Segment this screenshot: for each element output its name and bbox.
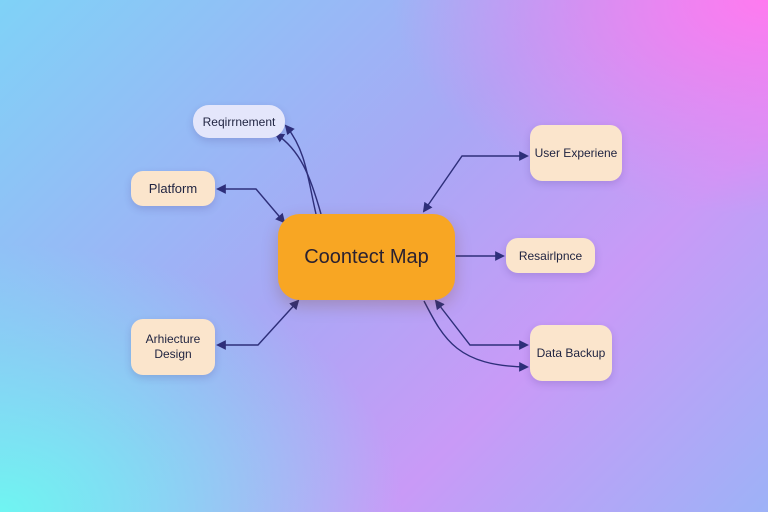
center-node: Coontect Map: [278, 214, 455, 300]
node-platform: Platform: [131, 171, 215, 206]
node-resilience: Resairlpnce: [506, 238, 595, 273]
node-resilience-label: Resairlpnce: [518, 248, 583, 263]
node-user-experience: User Experiene: [530, 125, 622, 181]
node-data-backup-label: Data Backup: [536, 346, 606, 360]
node-platform-label: Platform: [148, 181, 198, 196]
edge-requirement-b: [284, 124, 317, 215]
node-user-experience-label: User Experiene: [534, 146, 618, 160]
node-data-backup: Data Backup: [530, 325, 612, 381]
node-architecture-line1: Arhiecture: [145, 332, 201, 346]
edge-data-backup-a: [434, 299, 529, 350]
edge-requirement-a: [274, 132, 322, 215]
edge-user-experience: [422, 151, 529, 213]
node-architecture-design: Arhiecture Design: [131, 319, 215, 375]
center-node-label: Coontect Map: [304, 245, 429, 268]
edge-data-backup-b: [423, 300, 529, 372]
node-requirement: Reqirrnement: [193, 105, 285, 138]
edge-platform: [216, 184, 286, 224]
edge-architecture: [216, 299, 300, 350]
node-requirement-label: Reqirrnement: [202, 114, 276, 129]
node-architecture-line2: Design: [154, 347, 192, 361]
